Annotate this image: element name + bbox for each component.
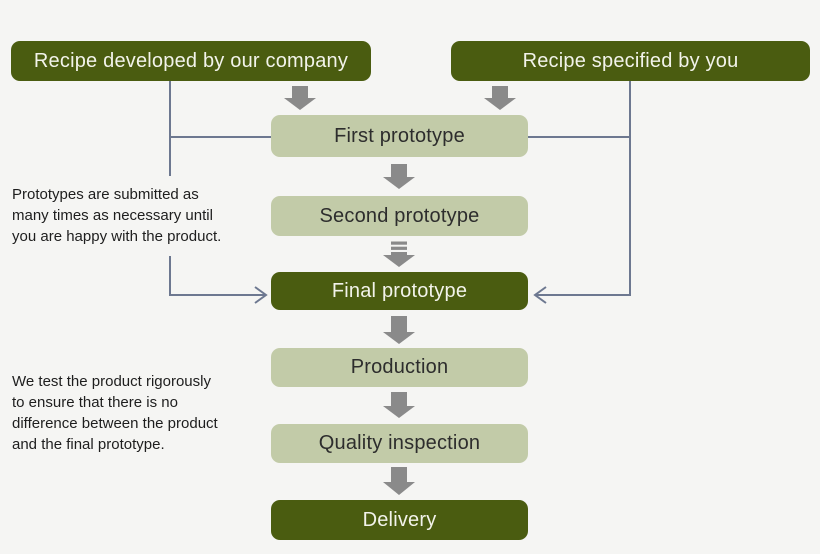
node-label: Quality inspection (318, 432, 481, 454)
arrow-final-to-production-icon (383, 316, 415, 344)
node-quality-inspection: Quality inspection (271, 424, 528, 463)
node-second-prototype: Second prototype (271, 196, 528, 236)
note-line: many times as necessary until (12, 207, 213, 224)
arrow-company-to-first-icon (284, 86, 316, 110)
note-line: difference between the product (12, 415, 218, 432)
node-label: Delivery (362, 508, 437, 531)
note-line: and the final prototype. (12, 436, 165, 453)
dashed-arrow-second-to-final-icon (383, 241, 415, 267)
node-label: Final prototype (331, 279, 468, 302)
node-label: Second prototype (319, 204, 480, 227)
note-line: Prototypes are submitted as (12, 186, 199, 203)
connector-company-to-final (169, 256, 265, 296)
node-final-prototype: Final prototype (271, 272, 528, 310)
node-recipe-developed-by-company: Recipe developed by our company (11, 41, 371, 81)
note-line: to ensure that there is no (12, 394, 178, 411)
note-line: you are happy with the product. (12, 228, 222, 245)
node-label: Recipe developed by our company (33, 49, 349, 72)
node-delivery: Delivery (271, 500, 528, 540)
node-recipe-specified-by-you: Recipe specified by you (451, 41, 810, 81)
node-first-prototype: First prototype (271, 115, 528, 157)
arrow-first-to-second-icon (383, 164, 415, 189)
connector-you-to-final (535, 81, 631, 296)
arrow-you-to-first-icon (484, 86, 516, 110)
note-rigorous-testing: We test the product rigorously to ensure… (12, 371, 218, 455)
arrowhead-into-final-left-icon (254, 286, 268, 304)
node-production: Production (271, 348, 528, 387)
node-label: Production (350, 356, 449, 378)
node-label: Recipe specified by you (522, 49, 739, 72)
arrow-production-to-quality-icon (383, 392, 415, 418)
node-label: First prototype (334, 124, 465, 147)
arrowhead-into-final-right-icon (533, 286, 547, 304)
note-prototypes-submitted: Prototypes are submitted as many times a… (12, 184, 221, 247)
arrow-quality-to-delivery-icon (383, 467, 415, 495)
note-line: We test the product rigorously (12, 373, 211, 390)
